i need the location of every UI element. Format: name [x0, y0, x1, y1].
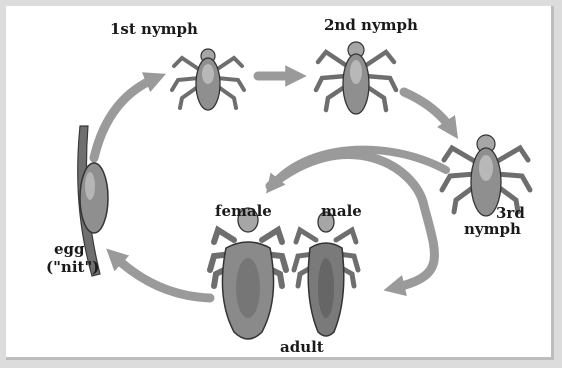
label-2nd-nymph: 2nd nymph	[324, 16, 418, 34]
arrow-nymph2-to-nymph3	[404, 92, 452, 130]
label-female: female	[215, 202, 272, 220]
louse-male	[294, 212, 358, 336]
arrow-adult-to-egg	[114, 256, 210, 298]
label-nit: ("nit")	[46, 258, 99, 276]
louse-nymph2	[316, 42, 396, 114]
label-adult: adult	[280, 338, 324, 356]
label-1st-nymph: 1st nymph	[110, 20, 198, 38]
label-egg: egg	[54, 240, 85, 258]
diagram-panel: 1st nymph 2nd nymph 3rd nymph female mal…	[6, 6, 554, 360]
arrow-egg-to-nymph1	[94, 78, 156, 158]
louse-female	[210, 208, 286, 339]
lifecycle-art	[6, 6, 554, 360]
label-3rd-nymph: nymph	[464, 220, 521, 238]
label-male: male	[321, 202, 362, 220]
louse-nymph1	[172, 49, 244, 110]
